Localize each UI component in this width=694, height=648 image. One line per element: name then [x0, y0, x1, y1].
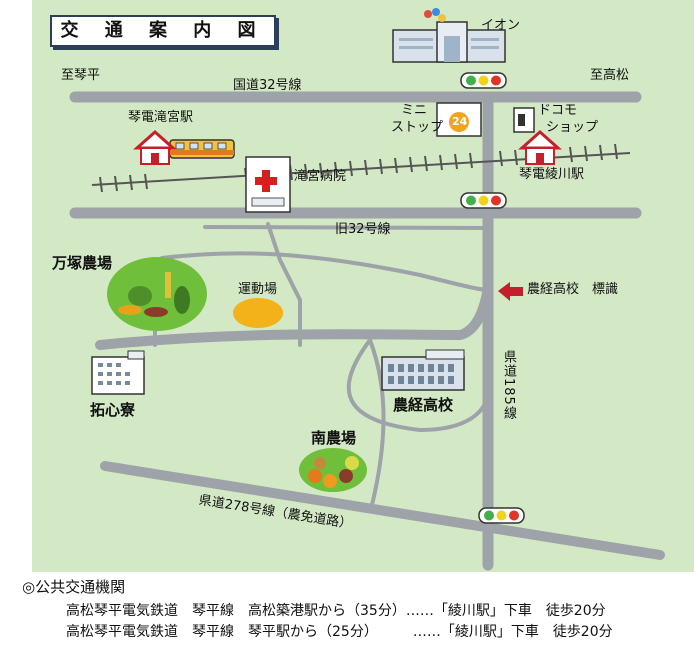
road-lane-5 — [368, 338, 386, 507]
traffic-light-icon — [460, 192, 507, 209]
arrow-left-icon — [498, 282, 523, 301]
road-lane-3 — [266, 222, 302, 347]
red-cross-icon — [255, 170, 277, 192]
label-aeon: イオン — [481, 18, 521, 33]
takushin-dorm-icon — [91, 350, 145, 395]
road-lane-4 — [346, 338, 490, 433]
label-mini-stop-2: ストップ — [391, 120, 444, 135]
road-lane-2 — [160, 251, 490, 292]
footer-line-2: 高松琴平電気鉄道 琴平線 琴平駅から（25分） ……「綾川駅」下車 徒歩20分 — [66, 624, 613, 640]
label-kotoden-takinomiya: 琴電滝宮駅 — [128, 110, 194, 125]
train-icon — [169, 139, 235, 159]
station-takinomiya-icon — [133, 129, 177, 165]
traffic-light-icon — [460, 72, 507, 89]
minami-farm-area — [299, 448, 367, 492]
ministop-badge: 24 — [452, 115, 468, 128]
road-school-main — [95, 283, 493, 350]
label-manzuka-farm: 万塚農場 — [52, 254, 113, 272]
label-sports-ground: 運動場 — [238, 282, 278, 297]
label-nokei-school: 農経高校 — [393, 396, 454, 414]
map-title: 交 通 案 内 図 — [50, 15, 276, 47]
map-canvas — [32, 0, 694, 572]
label-old-route32: 旧32号線 — [335, 222, 391, 237]
manzuka-farm-area — [107, 257, 207, 331]
aeon-building-icon — [392, 8, 506, 63]
label-nokei-sign: 農経高校 標識 — [527, 282, 619, 297]
label-docomo-1: ドコモ — [538, 103, 578, 118]
roads — [69, 91, 665, 571]
footer-line-1: 高松琴平電気鉄道 琴平線 高松築港駅から（35分）……「綾川駅」下車 徒歩20分 — [66, 603, 606, 619]
road-lane-1 — [203, 225, 490, 230]
footer-heading: ◎公共交通機関 — [22, 578, 126, 596]
label-route32: 国道32号線 — [233, 78, 302, 93]
docomo-shop-icon — [513, 107, 535, 133]
station-ayagawa-icon — [518, 129, 562, 165]
label-prefectural185: 県道185線 — [500, 350, 516, 420]
label-mini-stop-1: ミニ — [401, 103, 428, 118]
label-to-takamatsu: 至高松 — [590, 68, 630, 83]
label-kotoden-ayagawa: 琴電綾川駅 — [519, 167, 585, 182]
traffic-light-icon — [478, 507, 525, 524]
ministop-icon — [436, 102, 482, 137]
footer-transport-info: ◎公共交通機関 高松琴平電気鉄道 琴平線 高松築港駅から（35分）……「綾川駅」… — [0, 572, 694, 648]
label-takushin-dorm: 拓心寮 — [90, 401, 136, 419]
label-takinomiya-hospital: 滝宮病院 — [294, 169, 347, 184]
label-docomo-2: ショップ — [546, 120, 599, 135]
road-prefectural278 — [100, 461, 665, 560]
nokei-school-icon — [381, 349, 465, 391]
label-minami-farm: 南農場 — [311, 429, 357, 447]
sports-ground-area — [233, 298, 283, 328]
label-to-kotohira: 至琴平 — [61, 68, 101, 83]
